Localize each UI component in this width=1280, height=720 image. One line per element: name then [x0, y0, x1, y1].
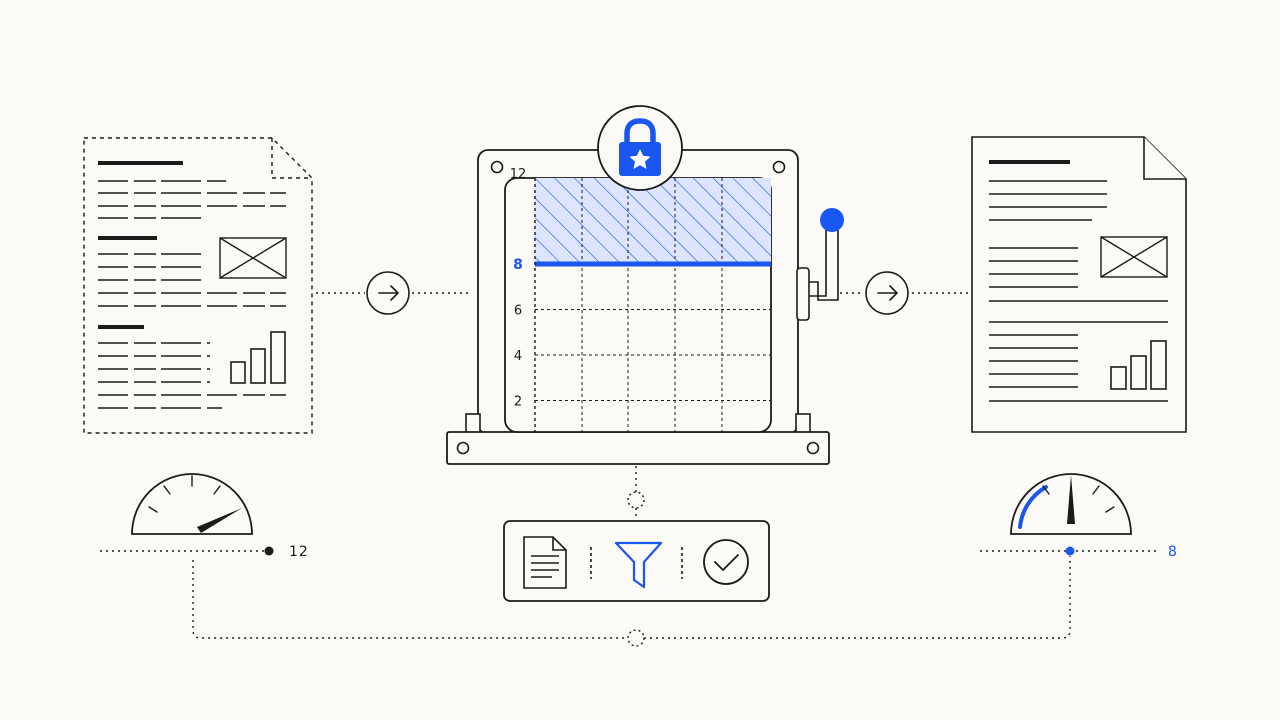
connector-lines — [100, 292, 1158, 639]
bar-chart-icon — [1110, 340, 1167, 390]
y-axis-ticks: 12 8 6 4 2 — [510, 167, 527, 410]
lever-handle — [796, 208, 844, 321]
y-tick-label: 6 — [514, 304, 522, 319]
lock-star-icon — [597, 105, 683, 191]
y-tick-label: 8 — [513, 257, 523, 273]
y-tick-label: 2 — [514, 395, 522, 410]
connector-node — [627, 629, 645, 647]
source-document-icon — [83, 137, 313, 434]
output-gauge: 8 — [1010, 473, 1177, 560]
input-gauge-value: 12 — [289, 544, 309, 560]
excess-region — [535, 178, 771, 264]
document-icon — [523, 536, 567, 589]
output-document-icon — [971, 136, 1187, 433]
connector-node — [627, 491, 645, 509]
funnel-icon — [614, 541, 663, 589]
arrow-right-icon — [366, 271, 410, 315]
y-tick-label: 4 — [514, 349, 522, 364]
input-gauge: 12 — [131, 473, 309, 560]
image-placeholder-icon — [1100, 236, 1168, 278]
check-circle-icon — [703, 539, 749, 585]
y-tick-label: 12 — [510, 167, 527, 182]
limit-press: 12 8 6 4 2 — [446, 105, 844, 465]
plot-grid — [535, 178, 771, 432]
arrow-right-icon — [865, 271, 909, 315]
output-gauge-value: 8 — [1168, 544, 1177, 560]
excess-hatch — [535, 178, 771, 264]
filter-steps-panel — [503, 520, 770, 602]
image-placeholder-icon — [219, 237, 287, 279]
bar-chart-icon — [230, 331, 286, 384]
